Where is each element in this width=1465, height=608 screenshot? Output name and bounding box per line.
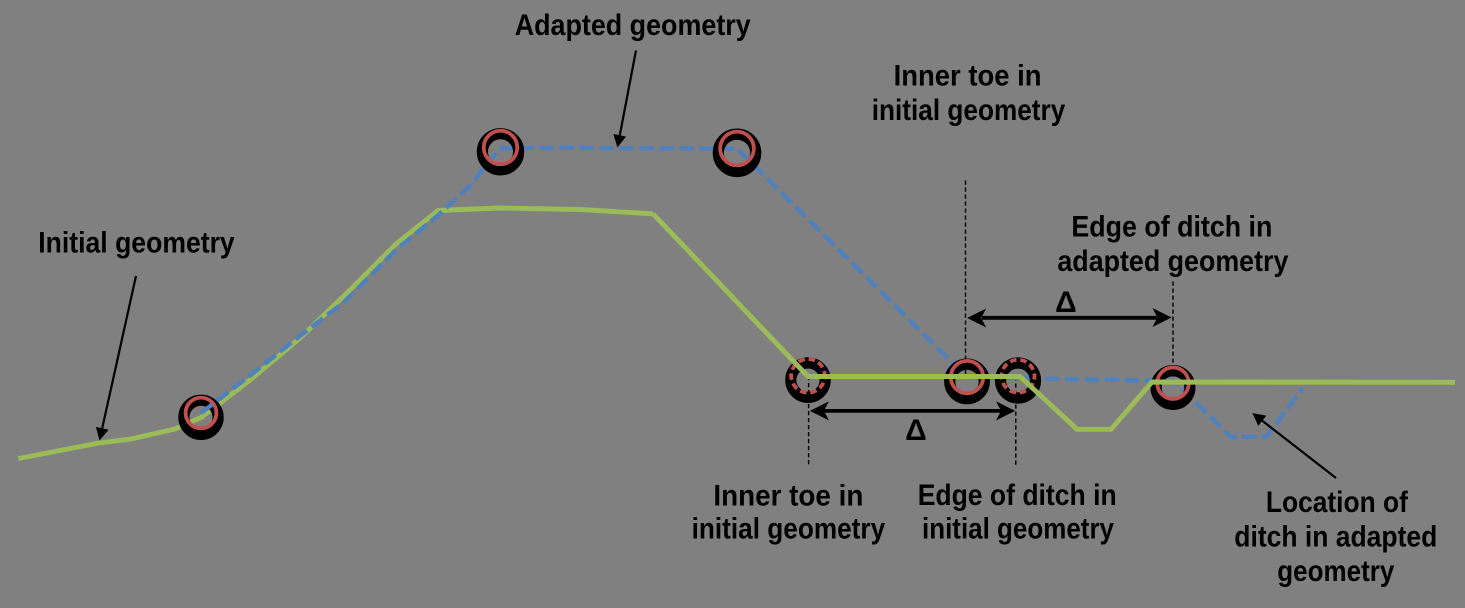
svg-text:initial geometry: initial geometry (922, 512, 1114, 545)
svg-text:Δ: Δ (905, 414, 927, 447)
svg-text:Edge of ditch in: Edge of ditch in (918, 479, 1117, 512)
svg-text:Adapted geometry: Adapted geometry (515, 9, 751, 42)
svg-text:Inner toe in: Inner toe in (894, 60, 1042, 93)
svg-text:ditch in adapted: ditch in adapted (1234, 521, 1437, 554)
svg-text:adapted geometry: adapted geometry (1057, 245, 1288, 278)
svg-text:initial geometry: initial geometry (692, 512, 886, 545)
svg-text:Inner toe in: Inner toe in (713, 480, 863, 513)
svg-text:Initial geometry: Initial geometry (38, 227, 235, 260)
svg-text:Location of: Location of (1266, 486, 1409, 519)
svg-text:geometry: geometry (1277, 555, 1394, 588)
svg-text:initial geometry: initial geometry (872, 94, 1066, 127)
svg-text:Edge of ditch in: Edge of ditch in (1071, 210, 1272, 243)
svg-text:Δ: Δ (1055, 286, 1077, 319)
